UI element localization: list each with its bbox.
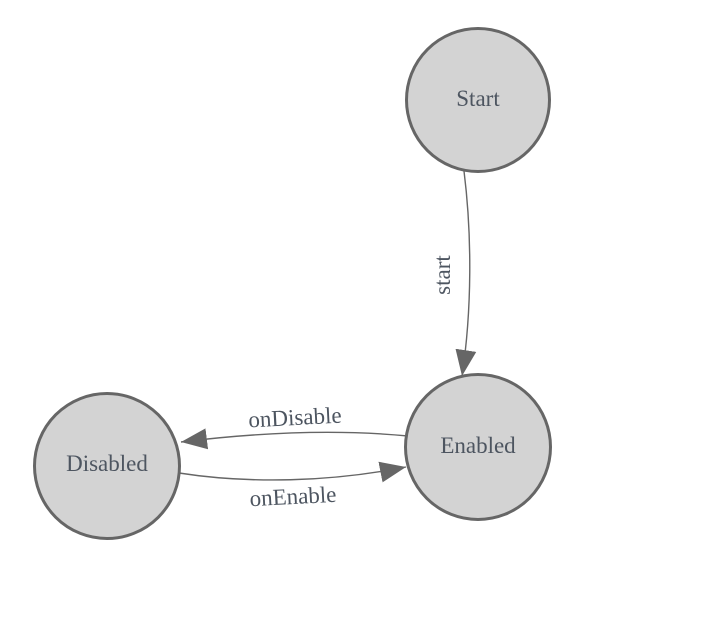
node-disabled-circle[interactable] (33, 392, 181, 540)
edge-label-start: start (430, 255, 455, 295)
edge-start-to-enabled: start (430, 170, 477, 377)
node-disabled-label: Disabled (66, 451, 148, 476)
node-enabled-label: Enabled (440, 433, 516, 458)
edge-label-ondisable: onDisable (248, 403, 342, 433)
edge-disabled-to-enabled: onEnable (178, 461, 407, 512)
edge-label-onenable: onEnable (249, 482, 337, 512)
edge-line-onenable (178, 461, 407, 483)
node-enabled[interactable]: Enabled (404, 373, 552, 521)
node-start-circle[interactable] (405, 27, 551, 173)
node-disabled[interactable]: Disabled (33, 392, 181, 540)
edge-line-start (455, 170, 477, 377)
node-start[interactable]: Start (405, 27, 551, 173)
node-start-label: Start (456, 86, 500, 111)
edge-enabled-to-disabled: onDisable (180, 403, 409, 450)
node-enabled-circle[interactable] (404, 373, 552, 521)
edge-line-ondisable (180, 428, 409, 450)
